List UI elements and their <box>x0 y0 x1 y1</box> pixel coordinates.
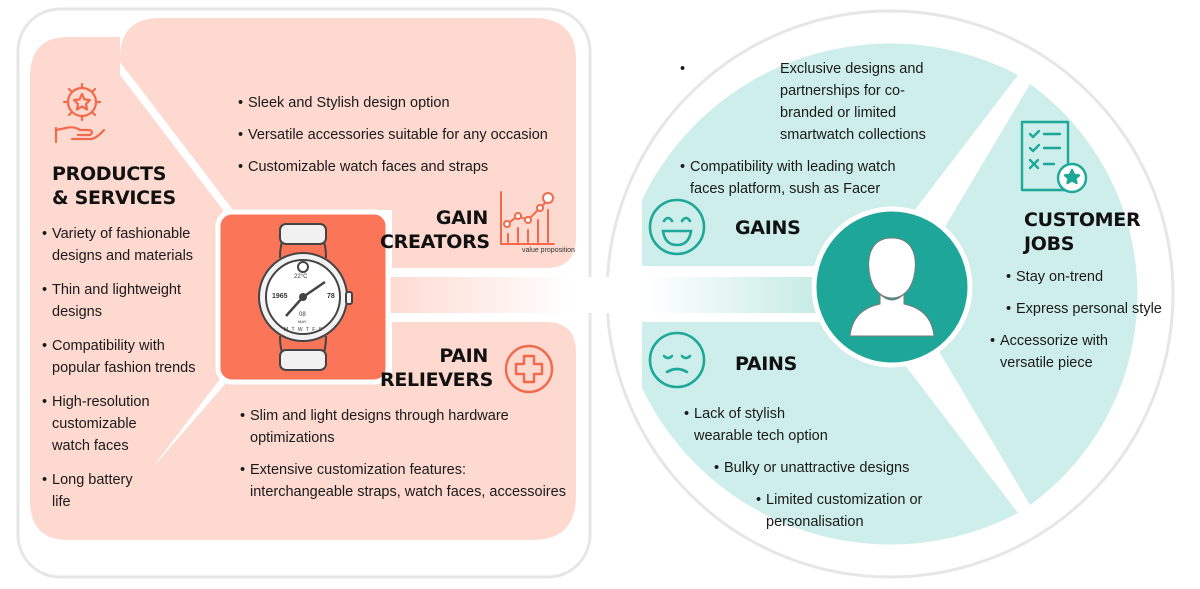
growth-chart-icon <box>498 190 556 248</box>
gear-star-hand-icon <box>52 82 108 146</box>
list-item: Stay on-trend <box>1006 266 1170 288</box>
list-item: Sleek and Stylish design option <box>238 92 568 114</box>
products-list: Variety of fashionable designs and mater… <box>42 223 212 525</box>
pain-relievers-list: Slim and light designs through hardware … <box>240 405 570 513</box>
products-title: PRODUCTS & SERVICES <box>52 163 176 209</box>
list-item: Compatibility with leading watch faces p… <box>680 156 920 200</box>
customer-jobs-list: Stay on-trend Express personal style Acc… <box>990 266 1170 384</box>
list-item: Thin and lightweight designs <box>42 279 212 323</box>
smartwatch-icon: 22°C 1965 78 08 MAY M T W T F S <box>224 218 382 376</box>
list-item: Accessorize with versatile piece <box>990 330 1120 374</box>
happy-face-icon <box>647 197 707 257</box>
list-item: Limited customization or personalisation <box>756 489 926 533</box>
gain-creators-list: Sleek and Stylish design option Versatil… <box>238 92 568 188</box>
gains-list: Exclusive designs and partnerships for c… <box>680 58 950 210</box>
list-item: Express personal style <box>1006 298 1170 320</box>
pains-title: PAINS <box>735 353 798 375</box>
list-item: Bulky or unattractive designs <box>714 457 944 479</box>
watch-left-number: 1965 <box>272 293 288 300</box>
value-proposition-caption: value proposition <box>522 247 575 254</box>
list-item: Customizable watch faces and straps <box>238 156 568 178</box>
list-item: Compatibility with popular fashion trend… <box>42 335 212 379</box>
watch-date-number: 08 <box>299 312 306 318</box>
list-item: High-resolution customizable watch faces <box>42 391 172 457</box>
gains-title: GAINS <box>735 217 801 239</box>
list-item: Long battery life <box>42 469 152 513</box>
list-item: Variety of fashionable designs and mater… <box>42 223 212 267</box>
watch-right-number: 78 <box>327 293 335 300</box>
gain-creators-title: GAIN CREATORS <box>380 207 490 253</box>
list-item: Exclusive designs and partnerships for c… <box>680 58 950 146</box>
watch-temp: 22°C <box>294 274 308 280</box>
list-item: Versatile accessories suitable for any o… <box>238 124 568 146</box>
sad-face-icon <box>647 330 707 390</box>
connector-bar <box>380 277 840 313</box>
pains-list: Lack of stylish wearable tech option Bul… <box>684 403 944 543</box>
checklist-icon <box>1020 120 1090 196</box>
list-item: Extensive customization features: interc… <box>240 459 570 503</box>
watch-weekdays: M T W T F S <box>284 327 323 333</box>
customer-avatar-icon <box>842 230 942 340</box>
customer-jobs-title: CUSTOMER JOBS <box>1024 209 1141 255</box>
list-item: Slim and light designs through hardware … <box>240 405 530 449</box>
watch-date-label: MAY <box>298 319 307 324</box>
list-item: Lack of stylish wearable tech option <box>684 403 844 447</box>
pain-relievers-title: PAIN RELIEVERS <box>380 345 494 391</box>
plus-circle-icon <box>503 343 555 395</box>
